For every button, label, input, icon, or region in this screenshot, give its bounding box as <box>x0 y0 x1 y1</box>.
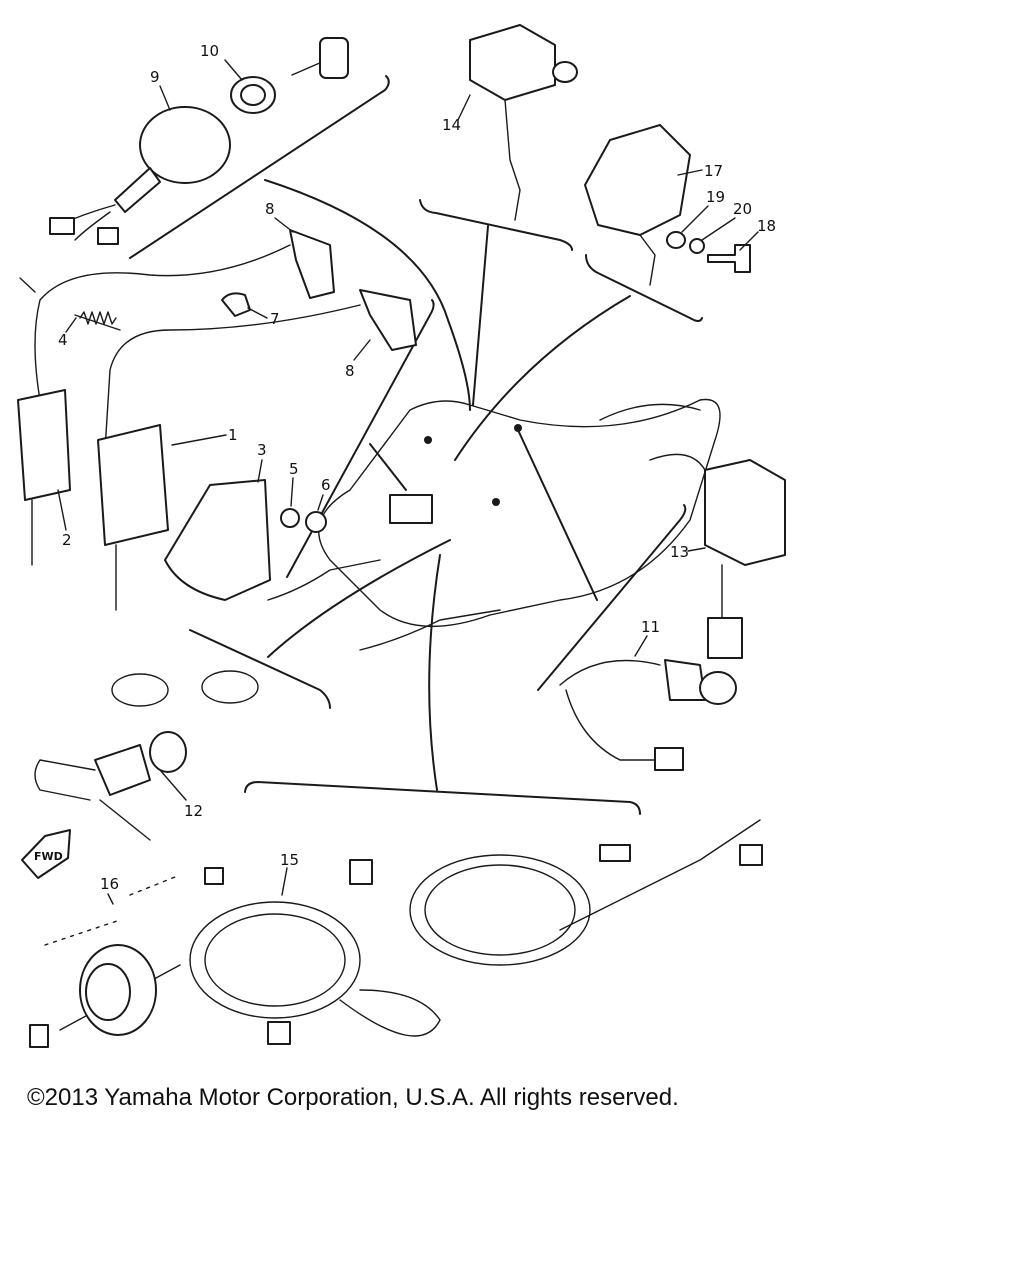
starter-switch <box>704 459 786 659</box>
bracket-starter-switch <box>537 504 687 691</box>
callout-17: 17 <box>704 162 723 180</box>
bracket-main-switch <box>129 75 390 259</box>
callout-15: 15 <box>280 851 299 869</box>
callout-16: 16 <box>100 875 119 893</box>
bracket-ignition <box>286 299 435 578</box>
leader-ignition-to-engine <box>369 443 407 491</box>
leader-regulator-to-engine <box>454 295 631 461</box>
bolt-and-washers <box>666 231 751 273</box>
lead-clamp <box>221 292 251 317</box>
callout-8-upper: 8 <box>265 200 275 218</box>
washer-and-nut <box>280 508 327 533</box>
callout-1: 1 <box>228 426 238 444</box>
callout-9: 9 <box>150 68 160 86</box>
callout-19: 19 <box>706 188 725 206</box>
starter-motor-cable <box>559 659 737 771</box>
fwd-direction-marker: FWD <box>21 829 71 879</box>
callout-12: 12 <box>184 802 203 820</box>
leader-relay-to-engine <box>472 225 489 406</box>
callout-10: 10 <box>200 42 219 60</box>
main-switch <box>49 106 231 245</box>
leader-switch-to-engine <box>264 179 471 411</box>
callout-14: 14 <box>442 116 461 134</box>
copyright-notice: ©2013 Yamaha Motor Corporation, U.S.A. A… <box>27 1084 679 1111</box>
leader-starter-to-engine <box>517 429 598 601</box>
bracket-harness <box>244 781 641 815</box>
callout-5: 5 <box>289 460 299 478</box>
plug-spring <box>19 277 121 331</box>
fuse-holder <box>44 874 181 946</box>
callout-3: 3 <box>257 441 267 459</box>
callout-4: 4 <box>58 331 68 349</box>
callout-8-lower: 8 <box>345 362 355 380</box>
callout-18: 18 <box>757 217 776 235</box>
callout-20: 20 <box>733 200 752 218</box>
fwd-label: FWD <box>34 850 63 863</box>
engine-block <box>267 398 721 651</box>
plug-caps-and-leads <box>34 229 417 451</box>
tachometer <box>34 670 259 841</box>
starter-relay <box>469 24 578 221</box>
switch-nut-and-key <box>230 37 349 114</box>
bracket-regulator <box>585 254 703 322</box>
callout-7: 7 <box>270 310 280 328</box>
leader-harness-to-engine <box>428 554 441 791</box>
callouts: 1 2 3 4 5 6 7 8 8 9 10 11 12 13 14 15 16… <box>57 42 776 905</box>
wiring-harness <box>29 819 763 1048</box>
cdi-unit <box>164 479 271 601</box>
callout-11: 11 <box>641 618 660 636</box>
callout-6: 6 <box>321 476 331 494</box>
electrical-parts-exploded-diagram: FWD 1 2 3 4 5 6 7 8 <box>17 24 786 1048</box>
leader-tach-to-engine <box>267 539 451 658</box>
terminal-block <box>389 494 433 524</box>
bracket-relay <box>419 199 573 251</box>
bracket-tachometer <box>189 629 331 709</box>
callout-13: 13 <box>670 543 689 561</box>
group-brackets <box>129 75 703 815</box>
ignition-coils <box>17 389 169 611</box>
voltage-regulator <box>584 124 691 286</box>
callout-2: 2 <box>62 531 72 549</box>
leader-lines <box>264 179 631 791</box>
